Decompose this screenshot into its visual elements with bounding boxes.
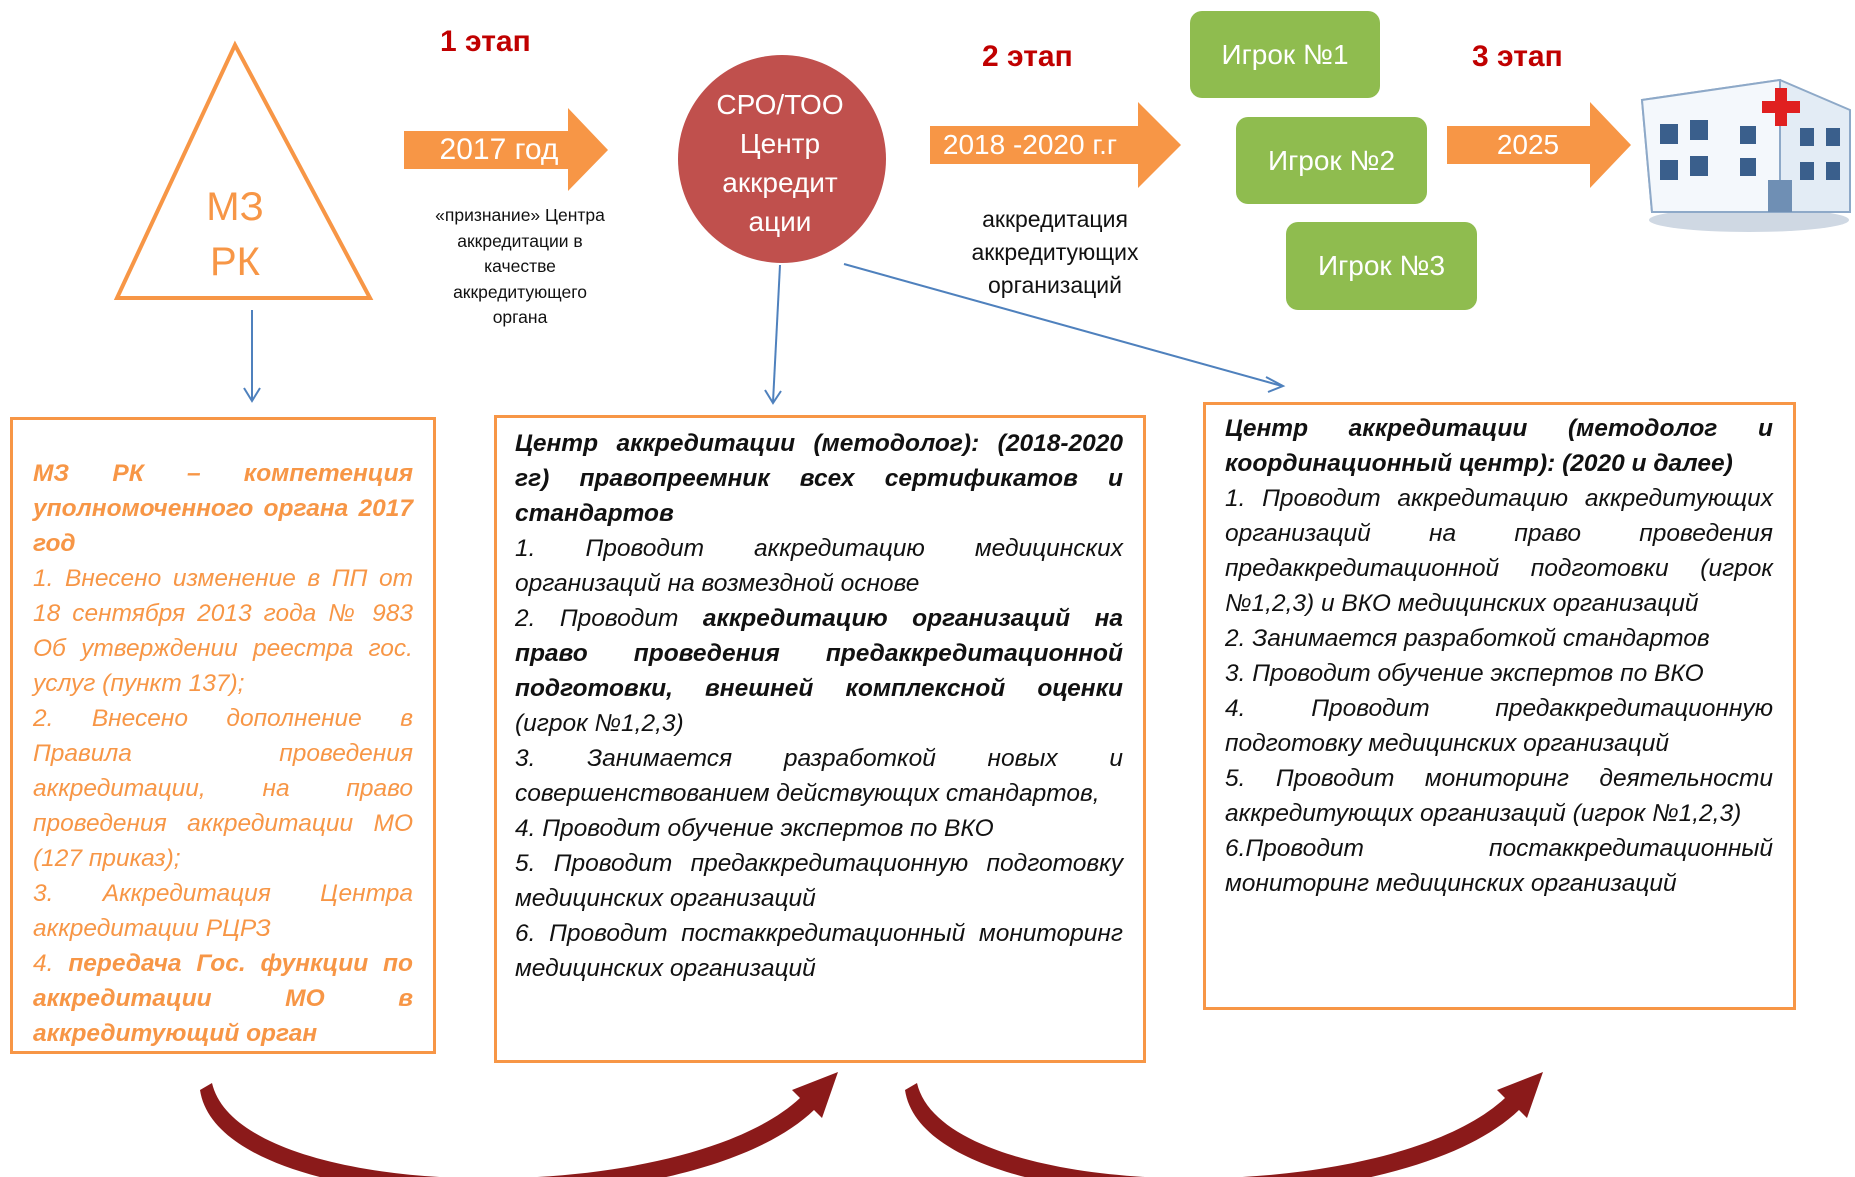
stage-2-caption-line: организаций <box>987 272 1122 298</box>
box-left-item-4-number: 4. <box>33 950 69 977</box>
center-circle <box>678 55 886 263</box>
stage-1-title: 1 этап <box>440 25 531 58</box>
center-label-line3: аккредит <box>722 167 838 198</box>
stage-1-caption-line: аккредитации в <box>457 230 583 251</box>
curved-arrow-left <box>200 1072 838 1177</box>
mz-triangle <box>113 40 374 300</box>
box-right-item-2: 2. Занимается разработкой стандартов <box>1225 625 1710 652</box>
curved-arrow-right <box>905 1072 1543 1177</box>
mz-rk-competence-box: МЗ РК – компетенция уполномоченного орга… <box>10 417 436 1054</box>
box-mid-item-2-post: (игрок №1,2,3) <box>515 710 684 737</box>
box-mid-item-6: 6. Проводит постаккредитационный монитор… <box>515 920 1123 982</box>
box-left-item-4-bold: передача Гос. функции по аккредитации МО… <box>33 950 413 1047</box>
mz-label-line1: МЗ <box>206 185 264 229</box>
box-left-item-1: 1. Внесено изменение в ПП от 18 сентября… <box>33 565 413 697</box>
player-2-box: Игрок №2 <box>1236 117 1427 204</box>
connector-triangle-to-left-box <box>243 310 261 403</box>
mz-label-line2: РК <box>210 240 260 284</box>
stage-1-caption-line: органа <box>492 307 548 327</box>
box-mid-item-3: 3. Занимается разработкой новых и соверш… <box>515 745 1123 807</box>
hospital-icon <box>1640 78 1851 232</box>
accreditation-center-coordination-box: Центр аккредитации (методолог и координа… <box>1203 402 1796 1010</box>
connector-circle-to-right-box <box>843 263 1286 393</box>
player-3-box: Игрок №3 <box>1286 222 1477 310</box>
box-mid-item-2-bold: аккредитацию организаций на право провед… <box>515 605 1123 702</box>
mz-rk-label: МЗ РК <box>170 180 300 290</box>
box-right-item-5: 5. Проводит мониторинг деятельности аккр… <box>1225 765 1773 827</box>
box-mid-item-2-pre: 2. Проводит <box>515 605 703 632</box>
accreditation-center-methodologist-box: Центр аккредитации (методолог): (2018-20… <box>494 415 1146 1063</box>
box-right-item-1: 1. Проводит аккредитацию аккредитующих о… <box>1225 485 1773 617</box>
stage-3-title: 3 этап <box>1472 40 1563 73</box>
stage-1-caption: «признание» Центра аккредитации в качест… <box>420 203 620 331</box>
stage-2-caption-line: аккредитация <box>982 206 1128 232</box>
stage-2-arrow-label: 2018 -2020 г.г <box>942 129 1118 160</box>
box-mid-item-4: 4. Проводит обучение экспертов по ВКО <box>515 815 994 842</box>
stage-3-arrow <box>1447 102 1631 188</box>
box-mid-heading: Центр аккредитации (методолог): (2018-20… <box>515 430 1123 527</box>
stage-2-caption-line: аккредитующих <box>971 239 1139 265</box>
box-mid-item-2: 2. Проводит аккредитацию организаций на … <box>515 601 1123 741</box>
box-right-item-6: 6.Проводит постаккредитационный монитори… <box>1225 835 1773 897</box>
center-label-line1: СРО/ТОО <box>716 89 844 120</box>
box-mid-item-1: 1. Проводит аккредитацию медицинских орг… <box>515 535 1123 597</box>
box-left-item-4: 4. передача Гос. функции по аккредитации… <box>33 946 413 1051</box>
stage-1-arrow-label: 2017 год <box>439 133 559 166</box>
center-label-line4: ации <box>748 206 812 237</box>
stage-2-title: 2 этап <box>982 40 1073 73</box>
box-right-heading: Центр аккредитации (методолог и координа… <box>1225 415 1773 477</box>
connector-circle-to-mid-box <box>764 264 782 405</box>
box-left-heading: МЗ РК – компетенция уполномоченного орга… <box>33 460 413 557</box>
stage-1-caption-line: аккредитующего <box>453 281 587 302</box>
center-label-line2: Центр <box>739 128 821 159</box>
box-mid-item-5: 5. Проводит предаккредитационную подгото… <box>515 850 1123 912</box>
center-circle-label: СРО/ТОО Центр аккредит ации <box>665 85 895 241</box>
player-1-box: Игрок №1 <box>1190 11 1380 98</box>
stage-1-caption-line: «признание» Центра <box>435 205 605 225</box>
box-right-item-4: 4. Проводит предаккредитационную подгото… <box>1225 695 1773 757</box>
stage-2-arrow <box>930 102 1181 188</box>
box-left-item-2: 2. Внесено дополнение в Правила проведен… <box>33 705 413 872</box>
stage-1-arrow <box>404 108 608 191</box>
box-left-item-3: 3. Аккредитация Центра аккредитации РЦРЗ <box>33 880 413 942</box>
stage-3-arrow-label: 2025 <box>1496 129 1560 160</box>
stage-1-caption-line: качестве <box>484 256 556 276</box>
stage-2-caption: аккредитация аккредитующих организаций <box>945 203 1165 302</box>
box-right-item-3: 3. Проводит обучение экспертов по ВКО <box>1225 660 1704 687</box>
